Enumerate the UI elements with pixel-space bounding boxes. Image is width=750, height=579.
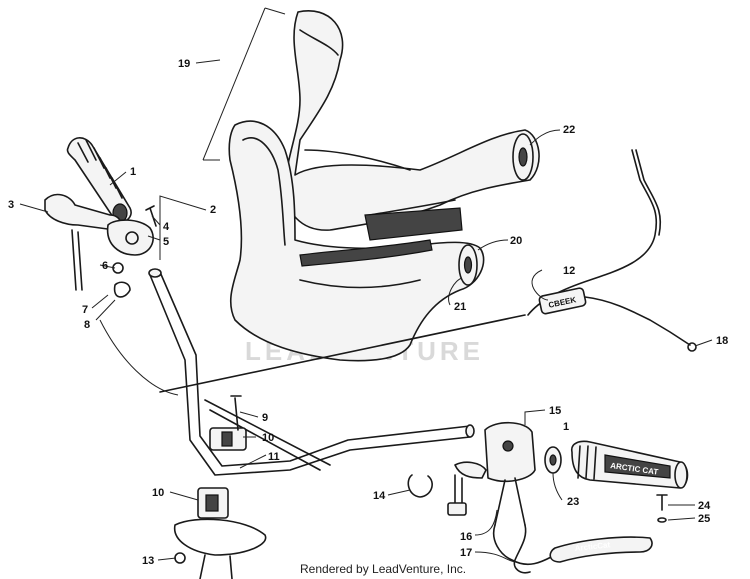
callout-13: 13: [142, 555, 154, 567]
callout-19: 19: [178, 58, 190, 70]
callout-12: 12: [563, 265, 575, 277]
callout-8: 8: [84, 319, 90, 331]
riser-clamp-lower: [197, 487, 229, 519]
callouts: 1 2 3 4 5 6 7 8 9 10 11 12 13 14 15 16 1…: [8, 58, 728, 567]
callout-6: 6: [102, 260, 108, 272]
callout-7: 7: [82, 304, 88, 316]
callout-16: 16: [460, 531, 472, 543]
callout-21: 21: [454, 301, 466, 313]
callout-4: 4: [163, 221, 170, 233]
callout-10-upper: 10: [262, 432, 274, 444]
callout-22: 22: [563, 124, 575, 136]
callout-10-lower: 10: [152, 487, 164, 499]
tether-strap-text: ArcticCat: [574, 540, 611, 553]
callout-25: 25: [698, 513, 710, 525]
handlebar-pad-upper: [284, 10, 540, 241]
snap-ring: [407, 474, 433, 498]
leader-lines: [19, 7, 713, 563]
callout-5: 5: [163, 236, 169, 248]
callout-20: 20: [510, 235, 522, 247]
callout-3: 3: [8, 199, 14, 211]
grip-washer: [657, 517, 667, 523]
credit-text: Rendered by LeadVenture, Inc.: [300, 562, 466, 576]
steering-post: [174, 518, 267, 579]
callout-1: 1: [130, 166, 136, 178]
callout-18: 18: [716, 335, 728, 347]
right-grip: ARCTIC CAT: [570, 440, 689, 489]
callout-24: 24: [698, 500, 711, 512]
callout-23: 23: [567, 496, 579, 508]
callout-1-right: 1: [563, 421, 569, 433]
riser-clamp-upper: [209, 395, 247, 451]
callout-14: 14: [373, 490, 386, 502]
callout-17: 17: [460, 547, 472, 559]
handlebar-pad-lower: [228, 120, 485, 362]
handlebar: [148, 268, 475, 476]
throttle-cable: CBEEK: [159, 149, 697, 393]
callout-15: 15: [549, 405, 561, 417]
tether-cord: ArcticCat: [493, 477, 653, 574]
callout-9: 9: [262, 412, 268, 424]
callout-2: 2: [210, 204, 216, 216]
throttle-assembly: [44, 193, 157, 298]
grip-screw: [656, 494, 668, 511]
switch-housing: [447, 421, 536, 516]
callout-11: 11: [268, 451, 280, 463]
